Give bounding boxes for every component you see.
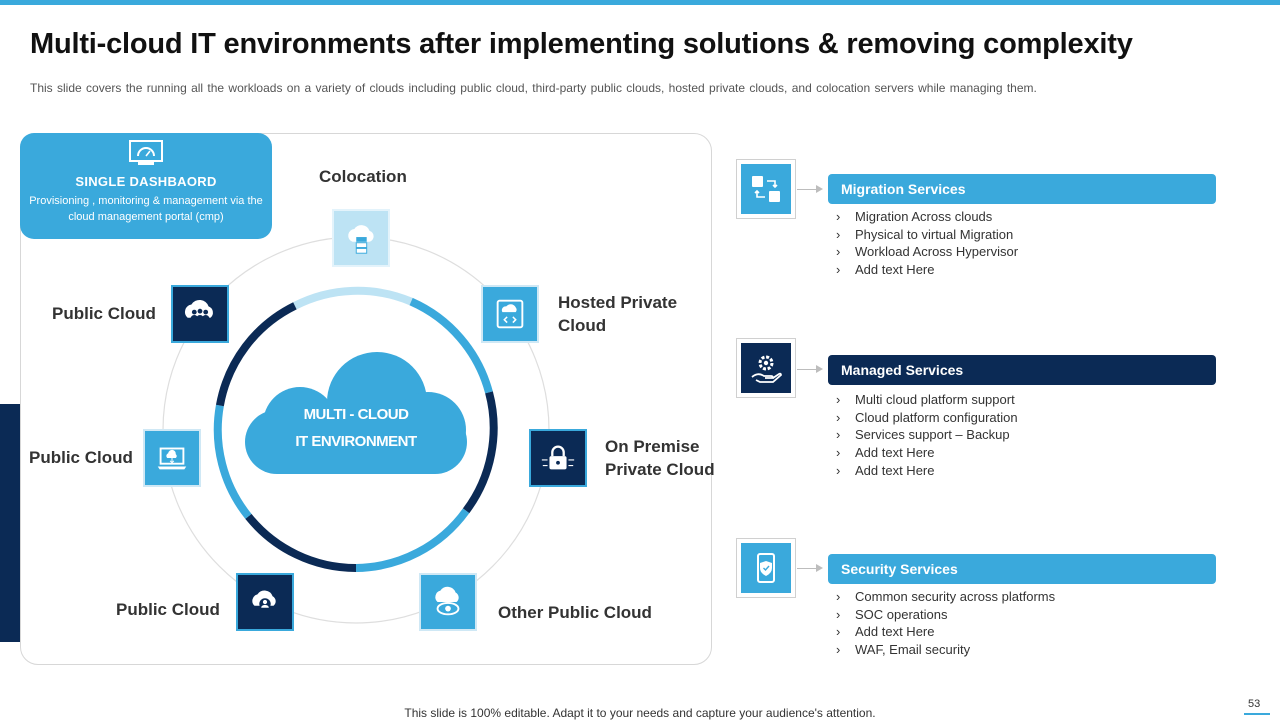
list-item: ›Physical to virtual Migration <box>836 226 1014 242</box>
list-item: ›Add text Here <box>836 445 935 461</box>
managed-services-header[interactable]: Managed Services <box>828 355 1216 385</box>
list-item: ›Add text Here <box>836 262 935 278</box>
node-hosted-private-cloud[interactable] <box>481 285 539 343</box>
single-dashboard-box[interactable]: SINGLE DASHBAORD Provisioning , monitori… <box>20 133 272 239</box>
list-item: ›WAF, Email security <box>836 642 971 658</box>
list-item: ›Cloud platform configuration <box>836 409 1018 425</box>
list-item: ›Services support – Backup <box>836 427 1010 443</box>
list-item: ›SOC operations <box>836 606 948 622</box>
slide-subtitle: This slide covers the running all the wo… <box>30 81 1037 95</box>
cloud-code-icon <box>496 299 524 329</box>
migration-transfer-icon <box>752 176 780 202</box>
label-other-public-cloud: Other Public Cloud <box>498 603 652 622</box>
security-services-header[interactable]: Security Services <box>828 554 1216 584</box>
managed-services-list: ›Multi cloud platform support ›Cloud pla… <box>836 391 1018 480</box>
migration-services-header[interactable]: Migration Services <box>828 174 1216 204</box>
dashboard-monitor-icon <box>129 140 163 165</box>
hand-gear-icon <box>751 355 782 383</box>
ring-segment-blue-bottom <box>355 508 470 572</box>
migration-arrow <box>797 185 823 193</box>
ring-segment-navy-bottom <box>245 513 357 572</box>
node-public-cloud-top[interactable] <box>171 285 229 343</box>
migration-services-list: ›Migration Across clouds ›Physical to vi… <box>836 208 1018 279</box>
left-accent-bar <box>0 404 20 642</box>
label-public-cloud-top: Public Cloud <box>52 304 156 323</box>
migration-services-icon-box[interactable] <box>736 159 796 219</box>
page-number-underline <box>1244 713 1270 715</box>
dashboard-description: Provisioning , monitoring & management v… <box>29 195 263 223</box>
label-on-premise-private-cloud: On Premise Private Cloud <box>605 437 715 479</box>
managed-services-icon-box[interactable] <box>736 338 796 398</box>
cloud-eye-icon <box>435 586 460 616</box>
ring-segment-navy-right <box>462 391 498 514</box>
list-item: ›Add text Here <box>836 462 935 478</box>
node-public-cloud-middle[interactable] <box>143 429 201 487</box>
managed-arrow <box>797 365 823 373</box>
center-cloud-shape <box>245 352 467 474</box>
node-colocation[interactable] <box>332 209 390 267</box>
top-accent-bar <box>0 0 1280 5</box>
cloud-server-icon <box>348 225 374 254</box>
dashboard-title: SINGLE DASHBAORD <box>75 174 217 189</box>
list-item: ›Workload Across Hypervisor <box>836 244 1019 260</box>
ring-segment-blue-left <box>213 404 252 519</box>
node-other-public-cloud[interactable] <box>419 573 477 631</box>
ring-segment-blue-right <box>409 297 493 394</box>
laptop-cloud-icon <box>157 447 187 470</box>
security-services-icon-box[interactable] <box>736 538 796 598</box>
label-public-cloud-middle: Public Cloud <box>29 448 133 467</box>
cloud-user-icon <box>252 590 276 610</box>
label-public-cloud-bottom: Public Cloud <box>116 600 220 619</box>
lock-network-icon <box>541 445 575 470</box>
ring-segment-pale-top <box>293 286 413 310</box>
list-item: ›Add text Here <box>836 624 935 640</box>
label-hosted-private-cloud: Hosted Private Cloud <box>558 293 678 335</box>
cloud-people-icon <box>184 299 213 319</box>
center-cloud-line2: IT ENVIRONMENT <box>295 433 417 450</box>
security-services-list: ›Common security across platforms ›SOC o… <box>836 588 1055 659</box>
label-colocation: Colocation <box>319 167 407 186</box>
ring-segment-navy-left <box>215 302 297 407</box>
slide-title: Multi-cloud IT environments after implem… <box>30 28 1133 60</box>
mobile-shield-icon <box>757 553 775 583</box>
list-item: ›Migration Across clouds <box>836 209 993 224</box>
list-item: ›Common security across platforms <box>836 589 1056 604</box>
page-number: 53 <box>1248 698 1261 710</box>
node-public-cloud-bottom[interactable] <box>236 573 294 631</box>
node-on-premise-private-cloud[interactable] <box>529 429 587 487</box>
center-cloud-line1: MULTI - CLOUD <box>303 406 409 423</box>
slide-footer: This slide is 100% editable. Adapt it to… <box>404 706 876 720</box>
list-item: ›Multi cloud platform support <box>836 392 1015 407</box>
security-arrow <box>797 564 823 572</box>
